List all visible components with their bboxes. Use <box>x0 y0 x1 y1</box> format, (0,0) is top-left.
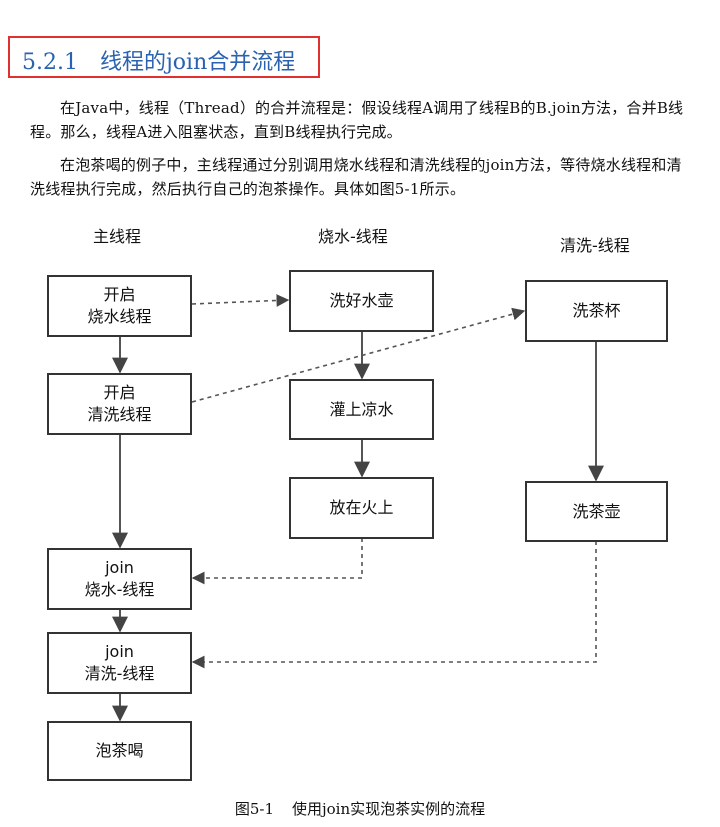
node-start-wash-thread: 开启清洗线程 <box>47 373 192 435</box>
node-start-boil-thread: 开启烧水线程 <box>47 275 192 337</box>
figure-caption-text: 使用join实现泡茶实例的流程 <box>292 800 486 818</box>
node-line: 灌上凉水 <box>329 399 394 419</box>
node-line: 清洗线程 <box>87 405 152 424</box>
column-title-boil: 烧水-线程 <box>318 227 388 246</box>
node-wash-cups: 洗茶杯 <box>525 280 668 342</box>
dashed-start-wash <box>191 307 526 403</box>
paragraph-2: 在泡茶喝的例子中，主线程通过分别调用烧水线程和清洗线程的join方法，等待烧水线… <box>30 156 682 198</box>
node-join-boil-thread: join 烧水-线程 <box>47 548 192 610</box>
node-line: 开启 <box>103 383 136 402</box>
dashed-start-boil <box>191 294 290 307</box>
node-line: 烧水线程 <box>87 307 152 326</box>
paragraph-1: 在Java中，线程（Thread）的合并流程是：假设线程A调用了线程B的B.jo… <box>30 99 684 141</box>
section-heading: 5.2.1 线程的join合并流程 <box>22 44 295 76</box>
node-line: 放在火上 <box>329 498 394 517</box>
dashed-join-wash <box>191 541 597 669</box>
dashed-join-boil <box>191 538 363 585</box>
node-fill-water: 灌上凉水 <box>289 379 434 440</box>
section-number: 5.2.1 <box>22 50 78 75</box>
node-line: 泡茶喝 <box>95 741 144 760</box>
node-line: join <box>105 558 134 577</box>
node-line: 洗好水壶 <box>329 291 394 310</box>
node-line: join <box>105 642 134 661</box>
node-wash-kettle: 洗好水壶 <box>289 270 434 332</box>
node-line: 清洗-线程 <box>84 664 155 683</box>
column-title-main: 主线程 <box>93 227 142 246</box>
section-heading-highlight <box>8 36 320 78</box>
node-line: 洗茶壶 <box>572 501 621 521</box>
node-put-on-fire: 放在火上 <box>289 477 434 539</box>
node-make-tea: 泡茶喝 <box>47 721 192 781</box>
figure-caption: 图5-1 使用join实现泡茶实例的流程 <box>0 798 720 819</box>
node-line: 烧水-线程 <box>84 580 155 599</box>
section-title: 线程的join合并流程 <box>99 50 296 75</box>
node-join-wash-thread: join 清洗-线程 <box>47 632 192 694</box>
column-title-wash: 清洗-线程 <box>560 236 630 255</box>
figure-number: 图5-1 <box>234 800 274 818</box>
node-wash-teapot: 洗茶壶 <box>525 481 668 542</box>
node-line: 洗茶杯 <box>572 301 621 320</box>
node-line: 开启 <box>103 285 136 304</box>
